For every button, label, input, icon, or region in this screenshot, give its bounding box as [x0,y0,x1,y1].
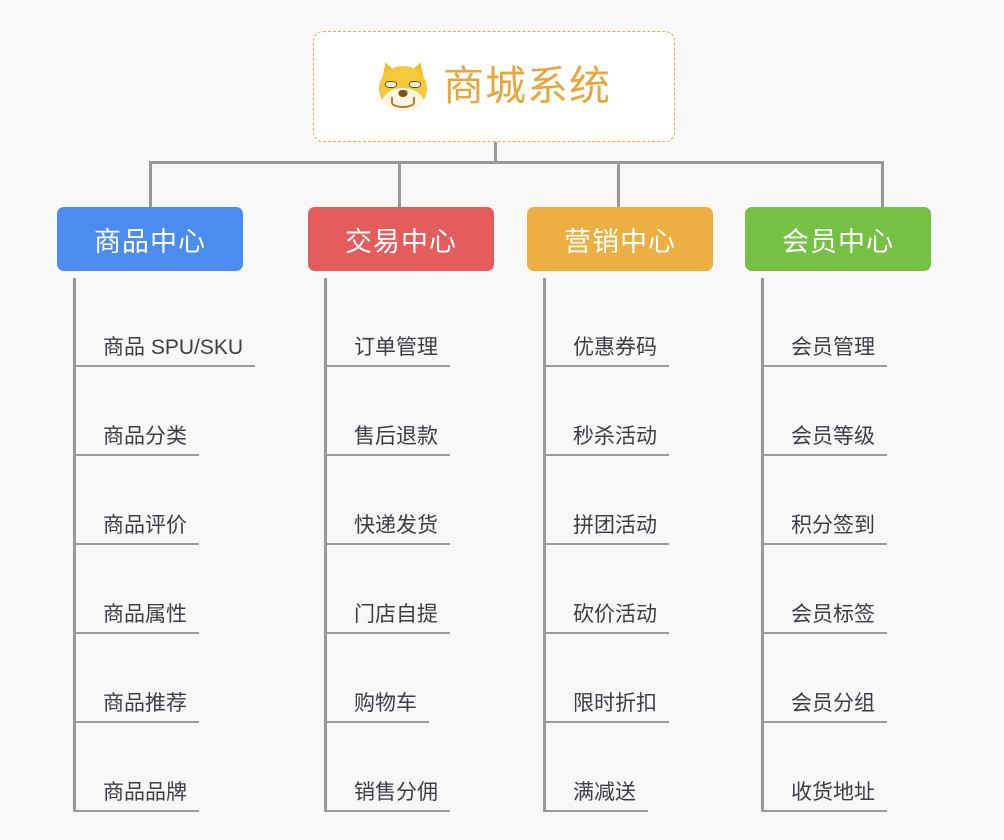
leaf-item[interactable]: 门店自提 [324,545,512,634]
leaf-label: 商品 SPU/SKU [73,336,256,367]
branch-member-center: 会员中心 会员管理 会员等级 积分签到 会员标签 会员分组 收货地址 [745,207,949,812]
connector-horizontal-bar [149,161,884,164]
leaf-item[interactable]: 商品属性 [73,545,261,634]
branch-spine [761,278,764,812]
branch-items-member-center: 会员管理 会员等级 积分签到 会员标签 会员分组 收货地址 [745,278,949,812]
leaf-label: 满减送 [543,781,648,812]
branch-header-trade-center[interactable]: 交易中心 [308,207,494,271]
leaf-label: 会员分组 [761,692,887,723]
leaf-label: 积分签到 [761,514,887,545]
leaf-item[interactable]: 销售分佣 [324,723,512,812]
connector-root-stem [494,142,497,164]
leaf-label: 限时折扣 [543,692,669,723]
leaf-label: 售后退款 [324,425,450,456]
connector-drop-1 [149,161,152,207]
leaf-label: 快递发货 [324,514,450,545]
leaf-item[interactable]: 优惠券码 [543,278,731,367]
leaf-label: 门店自提 [324,603,450,634]
branch-header-label: 会员中心 [782,226,894,257]
branch-items-marketing-center: 优惠券码 秒杀活动 拼团活动 砍价活动 限时折扣 满减送 [527,278,731,812]
leaf-label: 商品推荐 [73,692,199,723]
branch-spine [543,278,546,812]
branch-header-member-center[interactable]: 会员中心 [745,207,931,271]
leaf-label: 会员标签 [761,603,887,634]
root-node[interactable]: 商城系统 [313,31,675,142]
leaf-item[interactable]: 会员等级 [761,367,949,456]
branch-marketing-center: 营销中心 优惠券码 秒杀活动 拼团活动 砍价活动 限时折扣 满减送 [527,207,731,812]
leaf-item[interactable]: 限时折扣 [543,634,731,723]
leaf-label: 商品属性 [73,603,199,634]
connector-drop-4 [881,161,884,207]
branch-header-product-center[interactable]: 商品中心 [57,207,243,271]
branch-items-product-center: 商品 SPU/SKU 商品分类 商品评价 商品属性 商品推荐 商品品牌 [57,278,261,812]
leaf-item[interactable]: 快递发货 [324,456,512,545]
branch-items-trade-center: 订单管理 售后退款 快递发货 门店自提 购物车 销售分佣 [308,278,512,812]
leaf-item[interactable]: 收货地址 [761,723,949,812]
leaf-label: 收货地址 [761,781,887,812]
leaf-label: 购物车 [324,692,429,723]
leaf-label: 优惠券码 [543,336,669,367]
branch-header-label: 交易中心 [345,226,457,257]
leaf-item[interactable]: 满减送 [543,723,731,812]
connector-drop-3 [617,161,620,207]
leaf-item[interactable]: 商品 SPU/SKU [73,278,261,367]
branch-spine [73,278,76,812]
connector-drop-2 [398,161,401,207]
branch-header-marketing-center[interactable]: 营销中心 [527,207,713,271]
branch-trade-center: 交易中心 订单管理 售后退款 快递发货 门店自提 购物车 销售分佣 [308,207,512,812]
leaf-item[interactable]: 商品分类 [73,367,261,456]
leaf-label: 商品分类 [73,425,199,456]
leaf-label: 秒杀活动 [543,425,669,456]
leaf-item[interactable]: 售后退款 [324,367,512,456]
leaf-label: 商品品牌 [73,781,199,812]
leaf-label: 会员等级 [761,425,887,456]
branch-header-label: 商品中心 [94,226,206,257]
leaf-item[interactable]: 拼团活动 [543,456,731,545]
leaf-item[interactable]: 订单管理 [324,278,512,367]
leaf-item[interactable]: 会员分组 [761,634,949,723]
leaf-item[interactable]: 会员标签 [761,545,949,634]
shiba-inu-icon [376,59,430,113]
leaf-label: 订单管理 [324,336,450,367]
root-title: 商城系统 [443,63,611,109]
branch-spine [324,278,327,812]
leaf-label: 商品评价 [73,514,199,545]
leaf-item[interactable]: 商品评价 [73,456,261,545]
branch-product-center: 商品中心 商品 SPU/SKU 商品分类 商品评价 商品属性 商品推荐 商品品牌 [57,207,261,812]
leaf-item[interactable]: 会员管理 [761,278,949,367]
leaf-item[interactable]: 购物车 [324,634,512,723]
leaf-item[interactable]: 商品品牌 [73,723,261,812]
leaf-item[interactable]: 砍价活动 [543,545,731,634]
leaf-label: 拼团活动 [543,514,669,545]
leaf-item[interactable]: 秒杀活动 [543,367,731,456]
leaf-item[interactable]: 积分签到 [761,456,949,545]
leaf-item[interactable]: 商品推荐 [73,634,261,723]
leaf-label: 砍价活动 [543,603,669,634]
leaf-label: 会员管理 [761,336,887,367]
leaf-label: 销售分佣 [324,781,450,812]
branch-header-label: 营销中心 [564,226,676,257]
